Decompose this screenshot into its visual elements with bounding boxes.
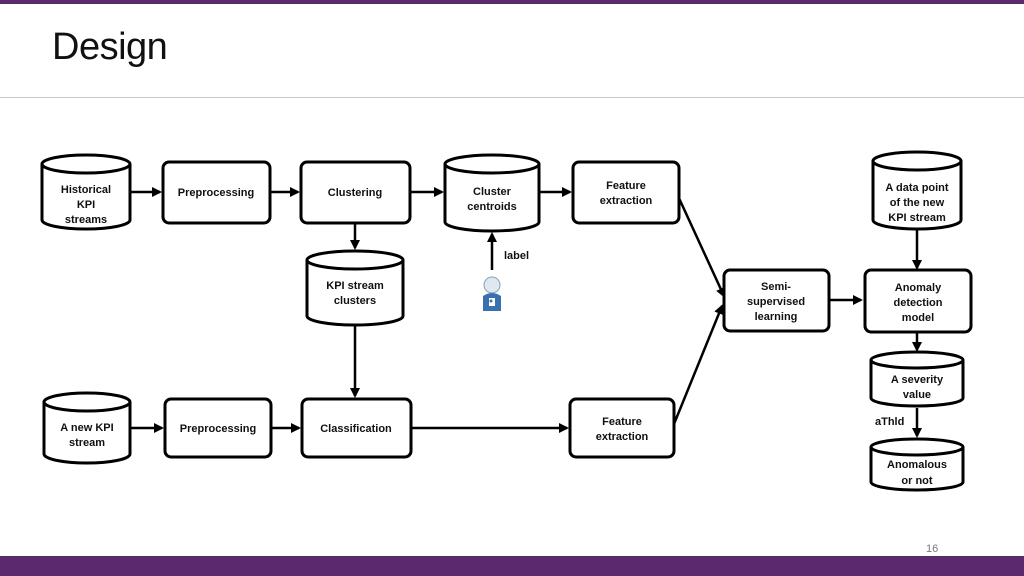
node-label-line-3: streams bbox=[65, 214, 107, 226]
node-label-line-2: KPI bbox=[77, 199, 95, 211]
node-preprocessing-bottom: Preprocessing bbox=[163, 397, 273, 459]
node-feature-extraction-top: Feature extraction bbox=[571, 160, 681, 225]
node-label-line-3: model bbox=[902, 312, 934, 324]
node-label-line-2: value bbox=[903, 389, 931, 401]
node-label-line-2: supervised bbox=[747, 296, 805, 308]
node-label-line-2: detection bbox=[894, 297, 943, 309]
top-accent-bar bbox=[0, 0, 1024, 4]
node-label-line-2: clusters bbox=[334, 295, 376, 307]
edge-label-athld: aThld bbox=[875, 416, 904, 428]
node-label-line-1: A severity bbox=[891, 374, 944, 386]
node-label-line-1: A data point bbox=[885, 182, 948, 194]
node-preprocessing-top: Preprocessing bbox=[161, 160, 272, 225]
node-semi-supervised-learning: Semi- supervised learning bbox=[722, 268, 831, 333]
node-label-line-3: KPI stream bbox=[888, 212, 946, 224]
node-clustering: Clustering bbox=[299, 160, 412, 225]
node-label-line-2: stream bbox=[69, 437, 105, 449]
node-anomaly-detection-model: Anomaly detection model bbox=[863, 268, 973, 334]
node-label-line-1: A new KPI bbox=[60, 422, 113, 434]
edges bbox=[131, 187, 922, 438]
node-feature-extraction-bottom: Feature extraction bbox=[568, 397, 676, 459]
node-label-line-1: Feature bbox=[606, 180, 646, 192]
bottom-accent-bar bbox=[0, 556, 1024, 576]
node-label: Clustering bbox=[328, 187, 382, 199]
edge-label-label: label bbox=[504, 250, 529, 262]
title-divider bbox=[0, 97, 1024, 98]
node-label-line-2: centroids bbox=[467, 201, 517, 213]
node-cluster-centroids: Cluster centroids bbox=[443, 153, 541, 233]
edge-feature-bottom-to-semi-supervised bbox=[672, 304, 724, 425]
node-new-kpi-stream: A new KPI stream bbox=[42, 391, 132, 465]
node-label-line-1: Historical bbox=[61, 184, 111, 196]
node-label-line-1: Semi- bbox=[761, 281, 791, 293]
node-label: Preprocessing bbox=[178, 187, 254, 199]
node-label-line-1: KPI stream bbox=[326, 280, 384, 292]
node-label-line-1: Cluster bbox=[473, 186, 512, 198]
node-label-line-1: Anomalous bbox=[887, 459, 947, 471]
edge-feature-top-to-semi-supervised bbox=[676, 195, 726, 298]
node-classification: Classification bbox=[300, 397, 413, 459]
slide-title: Design bbox=[52, 26, 168, 68]
node-new-data-point: A data point of the new KPI stream bbox=[871, 150, 963, 231]
node-label-line-1: Anomaly bbox=[895, 282, 942, 294]
page-number: 16 bbox=[926, 543, 939, 555]
node-historical-kpi-streams: Historical KPI streams bbox=[40, 153, 132, 231]
node-severity-value: A severity value bbox=[869, 350, 965, 408]
node-label-line-2: extraction bbox=[596, 431, 649, 443]
node-label: Classification bbox=[320, 423, 392, 435]
person-icon bbox=[483, 276, 501, 311]
node-label-line-2: or not bbox=[901, 475, 932, 487]
node-label-line-2: of the new bbox=[890, 197, 945, 209]
node-label-line-3: learning bbox=[755, 311, 798, 323]
node-anomalous-or-not: Anomalous or not bbox=[869, 437, 965, 492]
node-label-line-1: Feature bbox=[602, 416, 642, 428]
node-kpi-stream-clusters: KPI stream clusters bbox=[305, 249, 405, 327]
node-label-line-2: extraction bbox=[600, 195, 653, 207]
node-label: Preprocessing bbox=[180, 423, 256, 435]
